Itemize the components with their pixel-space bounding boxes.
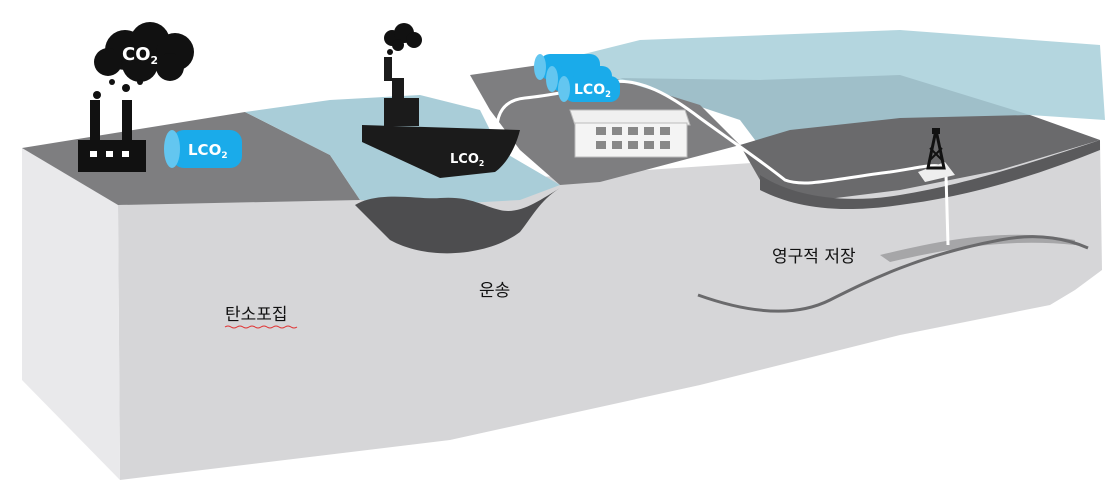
smoke-cloud-icon: CO2 [93, 22, 194, 99]
label-transport: 운송 [479, 281, 510, 301]
svg-text:LCO2: LCO2 [574, 82, 611, 99]
ship-icon: LCO2 [362, 23, 520, 178]
storage-building-icon [569, 109, 691, 158]
liquid-co2-tank-stack-icon: LCO2 [534, 54, 620, 102]
svg-text:CO2: CO2 [122, 44, 158, 67]
svg-text:LCO2: LCO2 [188, 141, 228, 161]
pipeline-icon [495, 79, 950, 246]
block-front-face [118, 140, 1102, 480]
oil-rig-icon [918, 128, 955, 182]
storage-reservoir [880, 234, 1075, 262]
label-storage: 영구적 저장 [772, 247, 856, 267]
block-left-face [22, 148, 120, 480]
svg-text:LCO2: LCO2 [450, 152, 484, 168]
label-capture: 탄소포집 [225, 305, 288, 325]
bay-seafloor [355, 188, 560, 254]
geological-layer-line [697, 235, 1089, 313]
seafloor-right [740, 115, 1100, 200]
factory-icon [78, 100, 146, 172]
spellcheck-underline [224, 325, 298, 329]
liquid-co2-tank-icon: LCO2 [164, 130, 242, 168]
seafloor-dip [760, 140, 1100, 210]
